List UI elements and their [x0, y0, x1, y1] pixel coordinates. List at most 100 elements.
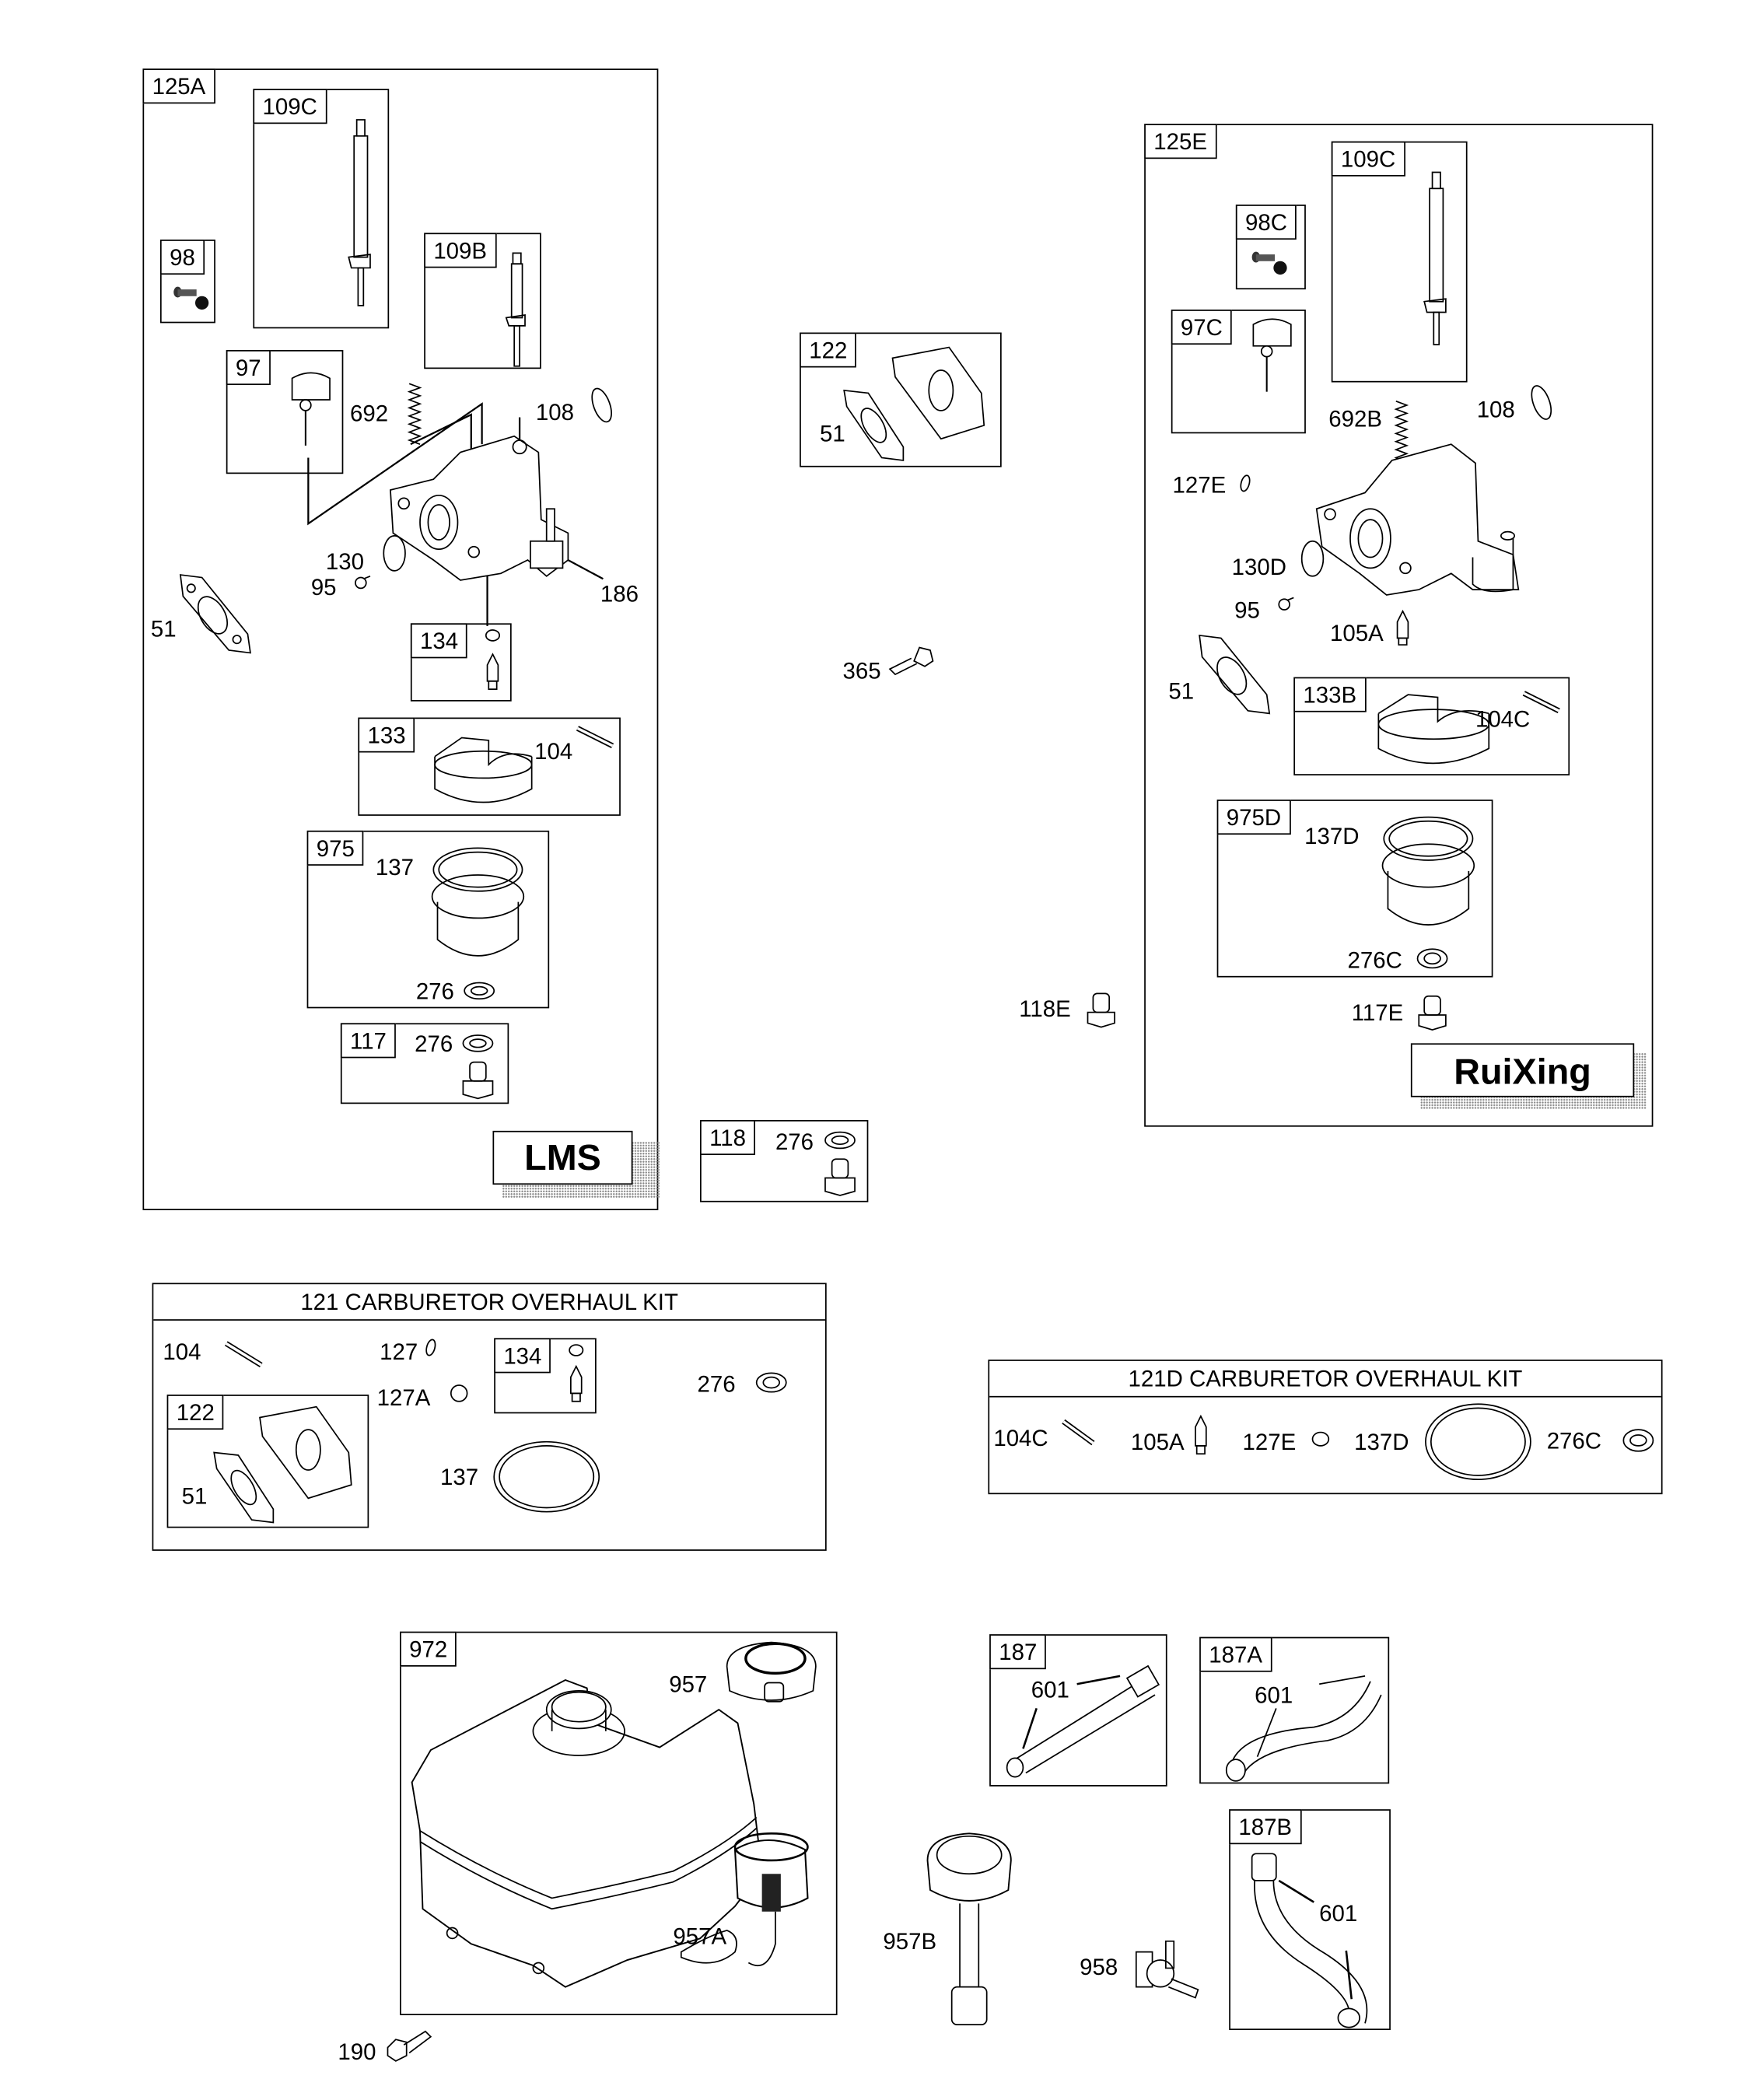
- kit-121d-title: 121D CARBURETOR OVERHAUL KIT: [989, 1361, 1661, 1398]
- float-icon: [1373, 687, 1494, 773]
- label-51: 51: [150, 616, 177, 642]
- label-127a-kit: 127A: [376, 1384, 431, 1411]
- label-957b: 957B: [883, 1929, 937, 1955]
- label-104c: 104C: [1475, 706, 1531, 733]
- washer-icon: [1415, 947, 1450, 971]
- carburetor-body-icon: [1311, 433, 1527, 608]
- assembly-125e[interactable]: 125E: [1144, 124, 1654, 1127]
- kit-109c[interactable]: 109C: [253, 89, 390, 329]
- fuel-valve-icon: [1131, 1938, 1206, 2003]
- label-95: 95: [310, 575, 337, 600]
- bowl-nut-icon: [1085, 991, 1118, 1028]
- label-365: 365: [842, 658, 881, 684]
- assembly-187a[interactable]: 187A 601: [1199, 1636, 1390, 1784]
- assembly-187b[interactable]: 187B 601: [1229, 1809, 1391, 2031]
- pin-icon: [221, 1338, 269, 1370]
- label-51-e: 51: [1168, 678, 1195, 705]
- spacer-icon: [887, 345, 995, 452]
- label-601-187a: 601: [1255, 1682, 1293, 1709]
- label-104: 104: [534, 739, 573, 765]
- assembly-972-tag: 972: [400, 1631, 457, 1667]
- label-601-187b: 601: [1319, 1900, 1358, 1927]
- kit-117[interactable]: 117 276: [340, 1023, 509, 1104]
- kit-134[interactable]: 134: [410, 623, 512, 702]
- bowl-nut-icon: [1416, 993, 1449, 1031]
- kit-133-tag: 133: [358, 717, 415, 753]
- label-127-kit: 127: [380, 1339, 418, 1366]
- spring-icon: [1395, 398, 1408, 468]
- label-276-117: 276: [415, 1031, 453, 1057]
- assembly-187-tag: 187: [989, 1634, 1047, 1670]
- welch-plug-icon: [1237, 473, 1254, 495]
- kit-121-title: 121 CARBURETOR OVERHAUL KIT: [153, 1284, 825, 1321]
- kit-975d[interactable]: 975D 137D 276C: [1216, 800, 1493, 978]
- label-190: 190: [338, 2039, 376, 2066]
- label-105a: 105A: [1330, 620, 1384, 646]
- gasket-icon: [175, 572, 256, 656]
- assembly-187a-tag: 187A: [1199, 1636, 1272, 1672]
- label-137d: 137D: [1304, 824, 1360, 850]
- assembly-122-tag: 122: [800, 332, 857, 368]
- float-icon: [429, 730, 537, 810]
- kit-133b[interactable]: 133B 104C: [1293, 677, 1570, 775]
- kit-97[interactable]: 97: [226, 350, 344, 474]
- label-692: 692: [350, 401, 389, 427]
- throttle-shaft-icon: [506, 250, 528, 372]
- label-692b: 692B: [1328, 406, 1383, 432]
- kit-97-tag: 97: [226, 350, 271, 386]
- label-127e-kit: 127E: [1242, 1430, 1297, 1455]
- washer-icon: [462, 980, 497, 1002]
- kit-98[interactable]: 98: [159, 240, 215, 324]
- kit-98-tag: 98: [159, 240, 205, 275]
- float-bowl-icon: [424, 842, 531, 966]
- label-137-kit: 137: [439, 1465, 479, 1490]
- label-276-975: 276: [415, 978, 454, 1005]
- inlet-needle-icon: [565, 1342, 587, 1410]
- leader-lines-125a: [0, 0, 673, 754]
- fuel-cap-tethered-icon: [673, 1823, 835, 1998]
- kit-109b[interactable]: 109B: [424, 233, 541, 369]
- label-95-e: 95: [1234, 597, 1260, 624]
- kit-133b-tag: 133B: [1293, 677, 1367, 712]
- label-108: 108: [535, 400, 574, 425]
- choke-lever-icon: [1248, 319, 1301, 400]
- kit-98c[interactable]: 98C: [1235, 205, 1306, 290]
- kit-121d[interactable]: 121D CARBURETOR OVERHAUL KIT: [988, 1360, 1663, 1495]
- inlet-needle-icon: [1192, 1413, 1210, 1459]
- kit-134-tag: 134: [410, 623, 468, 659]
- assembly-125a[interactable]: 125A: [142, 68, 659, 1210]
- kit-98c-tag: 98C: [1235, 205, 1297, 240]
- kit-134-121[interactable]: 134: [494, 1338, 597, 1414]
- gasket-icon: [1194, 632, 1275, 716]
- assembly-972[interactable]: 972: [400, 1631, 838, 2016]
- kit-97c-tag: 97C: [1171, 310, 1233, 345]
- choke-shaft-icon: [348, 117, 376, 306]
- welch-plug-icon: [422, 1337, 439, 1359]
- kit-121[interactable]: 121 CARBURETOR OVERHAUL KIT: [152, 1283, 827, 1551]
- washer-icon: [460, 1033, 495, 1055]
- assembly-122[interactable]: 122 51: [800, 332, 1002, 467]
- label-186: 186: [600, 581, 639, 607]
- kit-97c[interactable]: 97C: [1171, 310, 1306, 434]
- kit-109c-e[interactable]: 109C: [1331, 141, 1468, 383]
- assembly-118[interactable]: 118 276: [700, 1120, 869, 1202]
- choke-plate-icon: [1299, 538, 1326, 579]
- brand-lms: LMS: [492, 1130, 633, 1185]
- bowl-nut-icon: [823, 1157, 858, 1197]
- carburetor-body-icon: [380, 425, 582, 587]
- kit-134-121-tag: 134: [494, 1338, 551, 1374]
- welch-plug-icon: [448, 1383, 470, 1405]
- kit-133[interactable]: 133 104: [358, 717, 621, 816]
- kit-122-121[interactable]: 122 51: [166, 1395, 369, 1528]
- pin-icon: [1518, 689, 1566, 716]
- label-276-118: 276: [775, 1129, 814, 1156]
- assembly-118-tag: 118: [700, 1120, 756, 1156]
- pin-icon: [572, 724, 621, 751]
- fuel-cap-icon: [722, 1640, 821, 1712]
- label-957a: 957A: [673, 1923, 727, 1950]
- assembly-187[interactable]: 187 601: [989, 1634, 1167, 1787]
- choke-plate-icon: [381, 533, 408, 573]
- label-276c: 276C: [1347, 947, 1402, 974]
- kit-975[interactable]: 975 137 276: [306, 830, 550, 1009]
- fuel-cap-gauge-icon: [919, 1828, 1019, 2032]
